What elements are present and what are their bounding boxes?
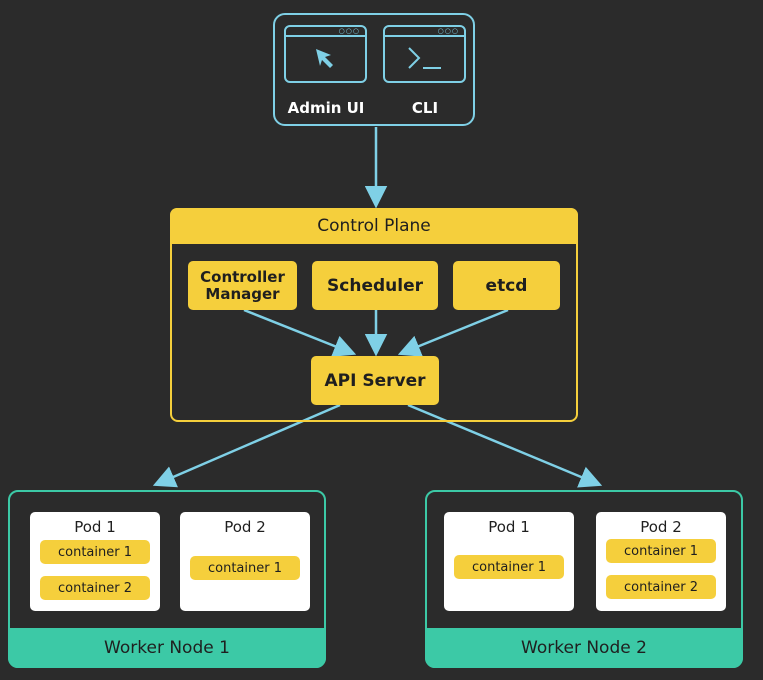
etcd-box: etcd [453, 261, 560, 310]
worker-node-2: Pod 1 container 1 Pod 2 container 1 cont… [425, 490, 743, 668]
controller-manager-box: Controller Manager [188, 261, 297, 310]
admin-ui-label: Admin UI [287, 99, 365, 117]
arrow-api-to-worker-1 [152, 403, 341, 488]
container-chip: container 1 [40, 540, 150, 564]
container-chip: container 1 [454, 555, 564, 579]
worker-node-1-label: Worker Node 1 [8, 628, 326, 668]
container-chip: container 1 [606, 539, 716, 563]
scheduler-box: Scheduler [312, 261, 438, 310]
cursor-icon [316, 49, 333, 68]
worker-node-2-label: Worker Node 2 [425, 628, 743, 668]
control-plane-title: Control Plane [170, 208, 578, 244]
worker-node-1: Pod 1 container 1 container 2 Pod 2 cont… [8, 490, 326, 668]
pod-1: Pod 1 container 1 container 2 [30, 512, 160, 611]
pod-title: Pod 2 [224, 518, 266, 536]
pod-1: Pod 1 container 1 [444, 512, 574, 611]
pod-title: Pod 1 [488, 518, 530, 536]
arrow-controller-manager-to-api [243, 308, 357, 357]
cli-label: CLI [411, 99, 439, 117]
cli-window-icon[interactable]: ○○○ [383, 25, 466, 83]
container-chip: container 1 [190, 556, 300, 580]
pod-title: Pod 2 [640, 518, 682, 536]
pod-title: Pod 1 [74, 518, 116, 536]
container-chip: container 2 [606, 575, 716, 599]
client-tools-box: ○○○ ○○○ Admin UI CLI [273, 13, 475, 126]
admin-ui-window-icon[interactable]: ○○○ [284, 25, 367, 83]
arrow-api-to-worker-2 [407, 403, 603, 488]
pod-2: Pod 2 container 1 container 2 [596, 512, 726, 611]
container-chip: container 2 [40, 576, 150, 600]
arrow-etcd-to-api [397, 308, 509, 357]
pod-2: Pod 2 container 1 [180, 512, 310, 611]
api-server-box: API Server [311, 356, 439, 405]
terminal-prompt-icon [408, 47, 441, 69]
